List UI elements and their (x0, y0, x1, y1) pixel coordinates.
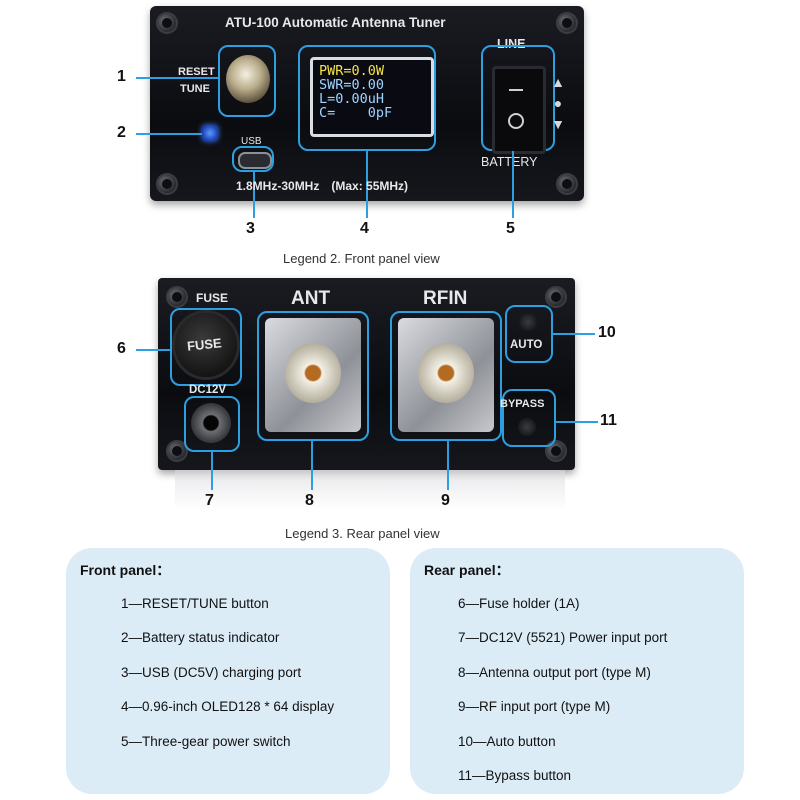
ant-label: ANT (291, 288, 331, 309)
oled-highlight (298, 45, 436, 151)
rear-item-7: 7—DC12V (5521) Power input port (458, 630, 668, 645)
callout-line-11 (556, 421, 598, 423)
bypass-button-highlight (502, 389, 556, 447)
oled-display: PWR=0.0W SWR=0.00 L=0.00uH C= 0pF (310, 57, 434, 137)
oled-inductance: L=0.00uH (319, 91, 385, 107)
rear-panel-box: Rear panel： 6—Fuse holder (1A) 7—DC12V (… (410, 548, 744, 794)
callout-9: 9 (441, 492, 450, 509)
rear-panel-heading: Rear panel： (424, 562, 510, 578)
line-label: LINE (497, 37, 526, 51)
front-panel-box: Front panel： 1—RESET/TUNE button 2—Batte… (66, 548, 390, 794)
battery-led-icon (202, 125, 218, 141)
ant-port-highlight (257, 311, 369, 441)
callout-line-7 (211, 452, 213, 490)
front-panel-heading: Front panel： (80, 562, 171, 578)
front-item-1: 1—RESET/TUNE button (121, 596, 269, 611)
dc12v-label: DC12V (189, 384, 227, 396)
oled-swr: SWR=0.00 (319, 77, 385, 93)
front-item-3: 3—USB (DC5V) charging port (121, 665, 302, 680)
usb-c-port-icon (238, 152, 272, 169)
fuse-cap-text: FUSE (186, 335, 223, 354)
callout-line-1 (136, 77, 218, 79)
callout-line-9 (447, 441, 449, 490)
usb-port-highlight (232, 146, 274, 172)
oled-power: PWR=0.0W (319, 63, 385, 79)
reset-button-highlight (218, 45, 276, 117)
dc-jack-highlight (184, 396, 240, 452)
switch-off-mark (508, 113, 524, 129)
front-item-4: 4—0.96-inch OLED128 * 64 display (121, 699, 335, 714)
rear-item-10: 10—Auto button (458, 734, 556, 749)
front-item-5: 5—Three-gear power switch (121, 734, 291, 749)
switch-line-mark (509, 89, 523, 91)
callout-10: 10 (598, 324, 616, 341)
dc-jack-icon (191, 403, 231, 443)
rfin-socket-icon (418, 343, 474, 403)
callout-11: 11 (600, 412, 617, 429)
rear-item-11: 11—Bypass button (458, 768, 572, 783)
battery-label: BATTERY (481, 155, 538, 169)
screw-icon (556, 12, 578, 34)
callout-2: 2 (117, 124, 126, 141)
callout-line-4 (366, 151, 368, 218)
callout-5: 5 (506, 220, 515, 237)
rear-item-6: 6—Fuse holder (1A) (458, 596, 580, 611)
power-switch[interactable] (492, 66, 546, 154)
callout-line-3 (253, 172, 255, 218)
callout-4: 4 (360, 220, 369, 237)
rear-item-9: 9—RF input port (type M) (458, 699, 611, 714)
rear-caption: Legend 3. Rear panel view (285, 526, 440, 541)
screw-icon (545, 286, 567, 308)
callout-1: 1 (117, 68, 126, 85)
usb-label: USB (241, 136, 262, 147)
callout-8: 8 (305, 492, 314, 509)
callout-line-5 (512, 151, 514, 218)
screw-icon (156, 173, 178, 195)
fuse-holder[interactable]: FUSE (175, 313, 237, 377)
callout-line-6 (136, 349, 170, 351)
bypass-button[interactable] (518, 418, 536, 436)
screw-icon (556, 173, 578, 195)
auto-button-highlight (505, 305, 553, 363)
ant-connector[interactable] (265, 318, 361, 432)
triangle-down-icon: ▼ (551, 116, 565, 132)
auto-button[interactable] (519, 313, 537, 331)
screw-icon (156, 12, 178, 34)
screw-icon (166, 440, 188, 462)
rfin-port-highlight (390, 311, 502, 441)
rear-item-8: 8—Antenna output port (type M) (458, 665, 651, 680)
dot-icon: ● (553, 95, 563, 111)
tune-label: TUNE (180, 83, 210, 95)
front-item-2: 2—Battery status indicator (121, 630, 280, 645)
switch-position-icons: ▲ ● ▼ (551, 72, 565, 135)
rfin-connector[interactable] (398, 318, 494, 432)
callout-6: 6 (117, 340, 126, 357)
callout-line-2 (136, 133, 202, 135)
rfin-label: RFIN (423, 288, 468, 309)
callout-7: 7 (205, 492, 214, 509)
bypass-label: BYPASS (500, 398, 545, 410)
auto-label: AUTO (510, 339, 543, 351)
reset-label: RESET (178, 66, 215, 78)
reflection (175, 470, 565, 510)
ant-socket-icon (285, 343, 341, 403)
callout-line-10 (553, 333, 595, 335)
frequency-range: 1.8MHz-30MHz (Max: 55MHz) (236, 179, 409, 193)
oled-capacitance: C= 0pF (319, 105, 393, 121)
screw-icon (166, 286, 188, 308)
callout-3: 3 (246, 220, 255, 237)
fuse-highlight (170, 308, 242, 386)
reset-tune-button[interactable] (226, 55, 270, 103)
front-caption: Legend 2. Front panel view (283, 251, 440, 266)
callout-line-8 (311, 441, 313, 490)
triangle-up-icon: ▲ (551, 74, 565, 90)
fuse-label: FUSE (196, 291, 229, 305)
front-title: ATU-100 Automatic Antenna Tuner (225, 15, 446, 30)
